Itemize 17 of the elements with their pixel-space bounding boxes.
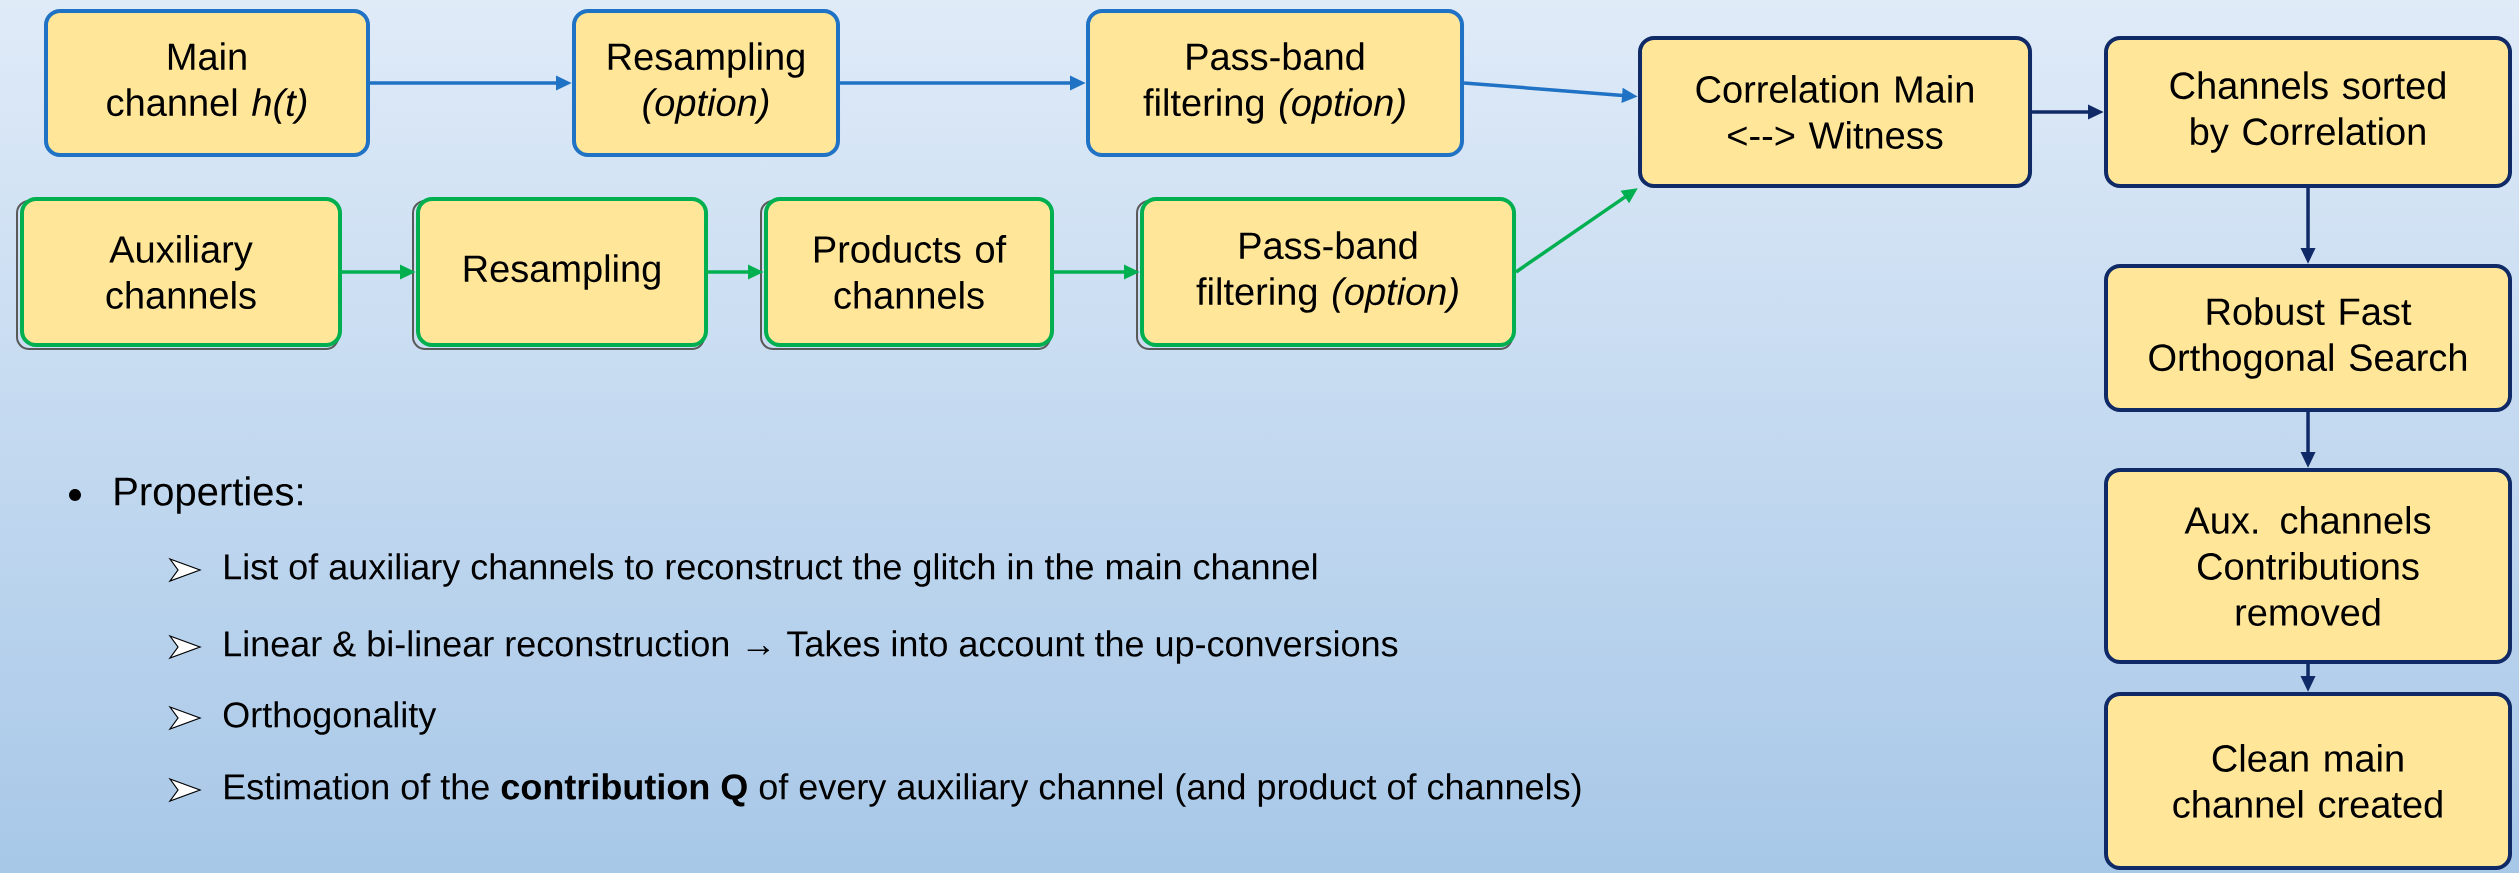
process-box: Pass-band filtering (option) [1086,9,1464,157]
process-box: Resampling (option) [572,9,840,157]
process-box: Correlation Main <--> Witness [1638,36,2032,188]
process-box: Main channel h(t) [44,9,370,157]
list-item: Estimation of the contribution Q of every auxiliary channel (and product of channels) [225,773,1581,807]
process-box: Clean main channel created [2104,692,2513,870]
process-box: Robust Fast Orthogonal Search [2104,264,2513,412]
list-item: Linear & bi-linear reconstruction → Takes into account the up-conversions [225,630,1398,664]
list-heading: Properties: [115,476,302,514]
process-box: Auxiliary channels [16,197,342,350]
process-box: Channels sorted by Correlation [2104,36,2513,188]
process-box: Pass-band filtering (option) [1136,197,1516,350]
list-item: Orthogonality [223,701,437,735]
list-item: List of auxiliary channels to reconstruct the glitch in the main channel [225,553,1317,587]
process-box: Aux. channels Contributions removed [2104,468,2513,664]
process-box: Products of channels [760,197,1054,350]
process-box: Resampling [412,197,708,350]
